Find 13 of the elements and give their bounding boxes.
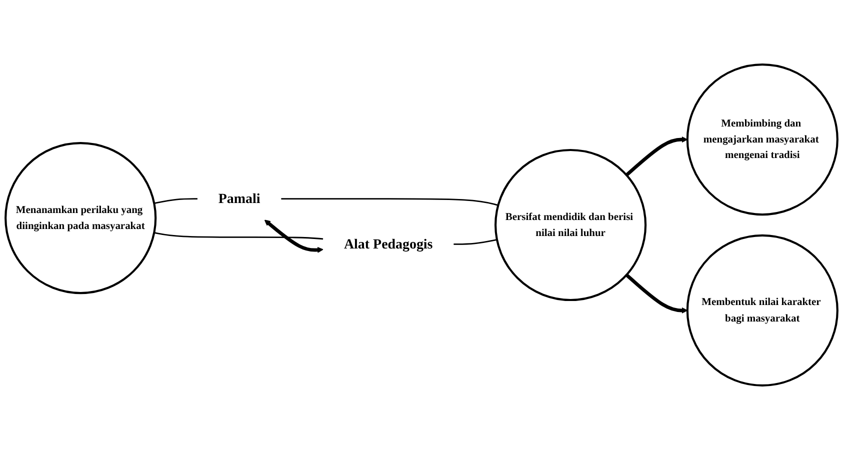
node-circle: Membentuk nilai karakter bagi masyarakat [686,234,838,387]
connector [154,232,324,240]
node-circle: Membimbing dan mengajarkan masyarakat mengenai tradisi [686,63,838,216]
arrow [625,136,688,176]
connector [454,239,498,245]
node-text: Pamali [218,191,260,207]
arrow [625,274,688,314]
arrow [264,220,324,253]
connector [154,198,198,204]
node-text: Alat Pedagogis [344,236,433,252]
connector [281,198,498,206]
node-circle: Bersifat mendidik dan berisi nilai nilai luhur [494,148,647,302]
node-circle: Menanamkan perilaku yang diinginkan pada masyarakat [4,142,157,294]
